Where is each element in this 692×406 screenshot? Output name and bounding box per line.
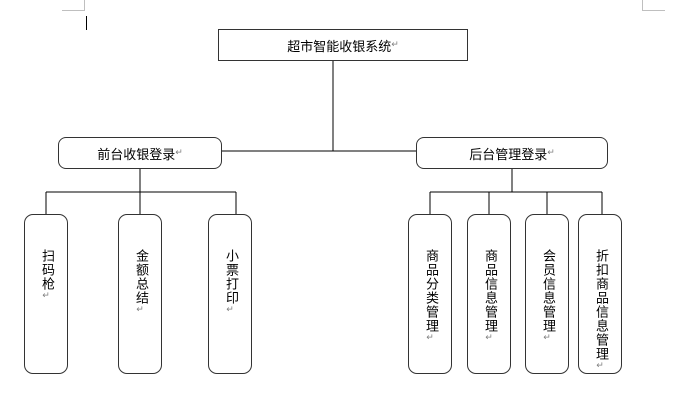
- leaf-node-back-4: 折扣商品信息管理↵: [578, 214, 622, 374]
- paragraph-mark: ↵: [547, 148, 555, 158]
- paragraph-mark: ↵: [225, 305, 235, 316]
- leaf-label: 商品分类管理: [423, 249, 438, 333]
- leaf-label: 小票打印: [223, 249, 238, 305]
- branch-label-front: 前台收银登录: [97, 147, 176, 163]
- paragraph-mark: ↵: [542, 333, 552, 344]
- paragraph-mark: ↵: [595, 361, 605, 372]
- leaf-label: 商品信息管理: [482, 249, 497, 333]
- leaf-node-back-3: 会员信息管理↵: [525, 214, 569, 374]
- root-label: 超市智能收银系统: [287, 39, 392, 55]
- leaf-label: 金额总结: [133, 249, 148, 305]
- leaf-label: 折扣商品信息管理: [593, 249, 608, 361]
- paragraph-mark: ↵: [425, 333, 435, 344]
- paragraph-mark: ↵: [135, 305, 145, 316]
- leaf-node-front-1: 扫码枪↵: [24, 214, 68, 374]
- branch-label-back: 后台管理登录: [469, 147, 548, 163]
- leaf-node-back-1: 商品分类管理↵: [408, 214, 452, 374]
- page-corner-mark-right: [642, 0, 665, 11]
- branch-node-front: 前台收银登录↵: [58, 137, 222, 169]
- page-corner-mark-left: [62, 0, 85, 11]
- leaf-label: 会员信息管理: [540, 249, 555, 333]
- branch-node-back: 后台管理登录↵: [416, 137, 608, 169]
- root-node: 超市智能收银系统↵: [218, 29, 468, 61]
- leaf-node-front-3: 小票打印↵: [208, 214, 252, 374]
- paragraph-mark: ↵: [175, 148, 183, 158]
- paragraph-mark: ↵: [391, 40, 399, 50]
- paragraph-mark: ↵: [484, 333, 494, 344]
- text-cursor: [86, 16, 87, 30]
- leaf-label: 扫码枪: [39, 249, 54, 291]
- leaf-node-back-2: 商品信息管理↵: [467, 214, 511, 374]
- paragraph-mark: ↵: [41, 291, 51, 302]
- leaf-node-front-2: 金额总结↵: [118, 214, 162, 374]
